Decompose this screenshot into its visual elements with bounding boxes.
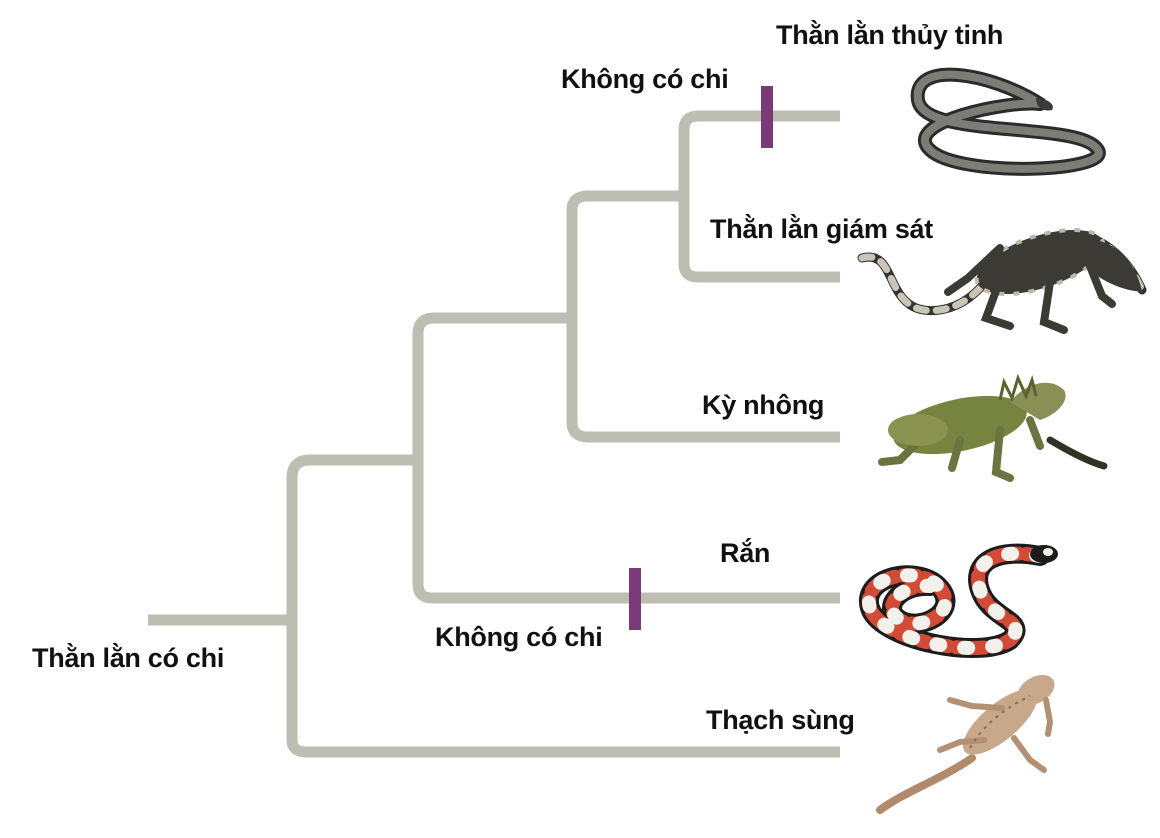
gecko-icon	[876, 674, 1055, 814]
iguana-icon	[878, 373, 1108, 482]
taxon-label-gecko: Thạch sùng	[706, 705, 855, 735]
trait-label-limbless-snake: Không có chi	[435, 622, 603, 652]
branch-root-split	[286, 478, 840, 758]
monitor-lizard-icon	[857, 227, 1147, 334]
branch-to-glass-lizard	[678, 110, 840, 131]
taxon-label-monitor-lizard: Thằn lằn giám sát	[710, 214, 933, 244]
branch-to-node4	[566, 190, 684, 211]
taxon-label-snake: Rắn	[720, 538, 771, 568]
root-label: Thằn lằn có chi	[32, 643, 225, 673]
trait-label-limbless-glass-lizard: Không có chi	[561, 64, 729, 94]
taxon-label-iguana: Kỳ nhông	[702, 390, 825, 420]
branch-node4	[678, 130, 840, 283]
glass-lizard-icon	[910, 67, 1106, 176]
tree-branches	[148, 110, 840, 758]
snake-icon	[858, 543, 1058, 658]
branch-to-node3	[412, 312, 572, 335]
branch-node2	[412, 334, 840, 604]
branch-node3	[566, 210, 840, 443]
trait-marker-limbless-snake	[629, 568, 641, 630]
trait-marker-limbless-glass-lizard	[761, 86, 773, 148]
taxon-label-glass-lizard: Thằn lằn thủy tinh	[776, 20, 1004, 50]
branch-to-squamate-clade	[286, 454, 418, 479]
